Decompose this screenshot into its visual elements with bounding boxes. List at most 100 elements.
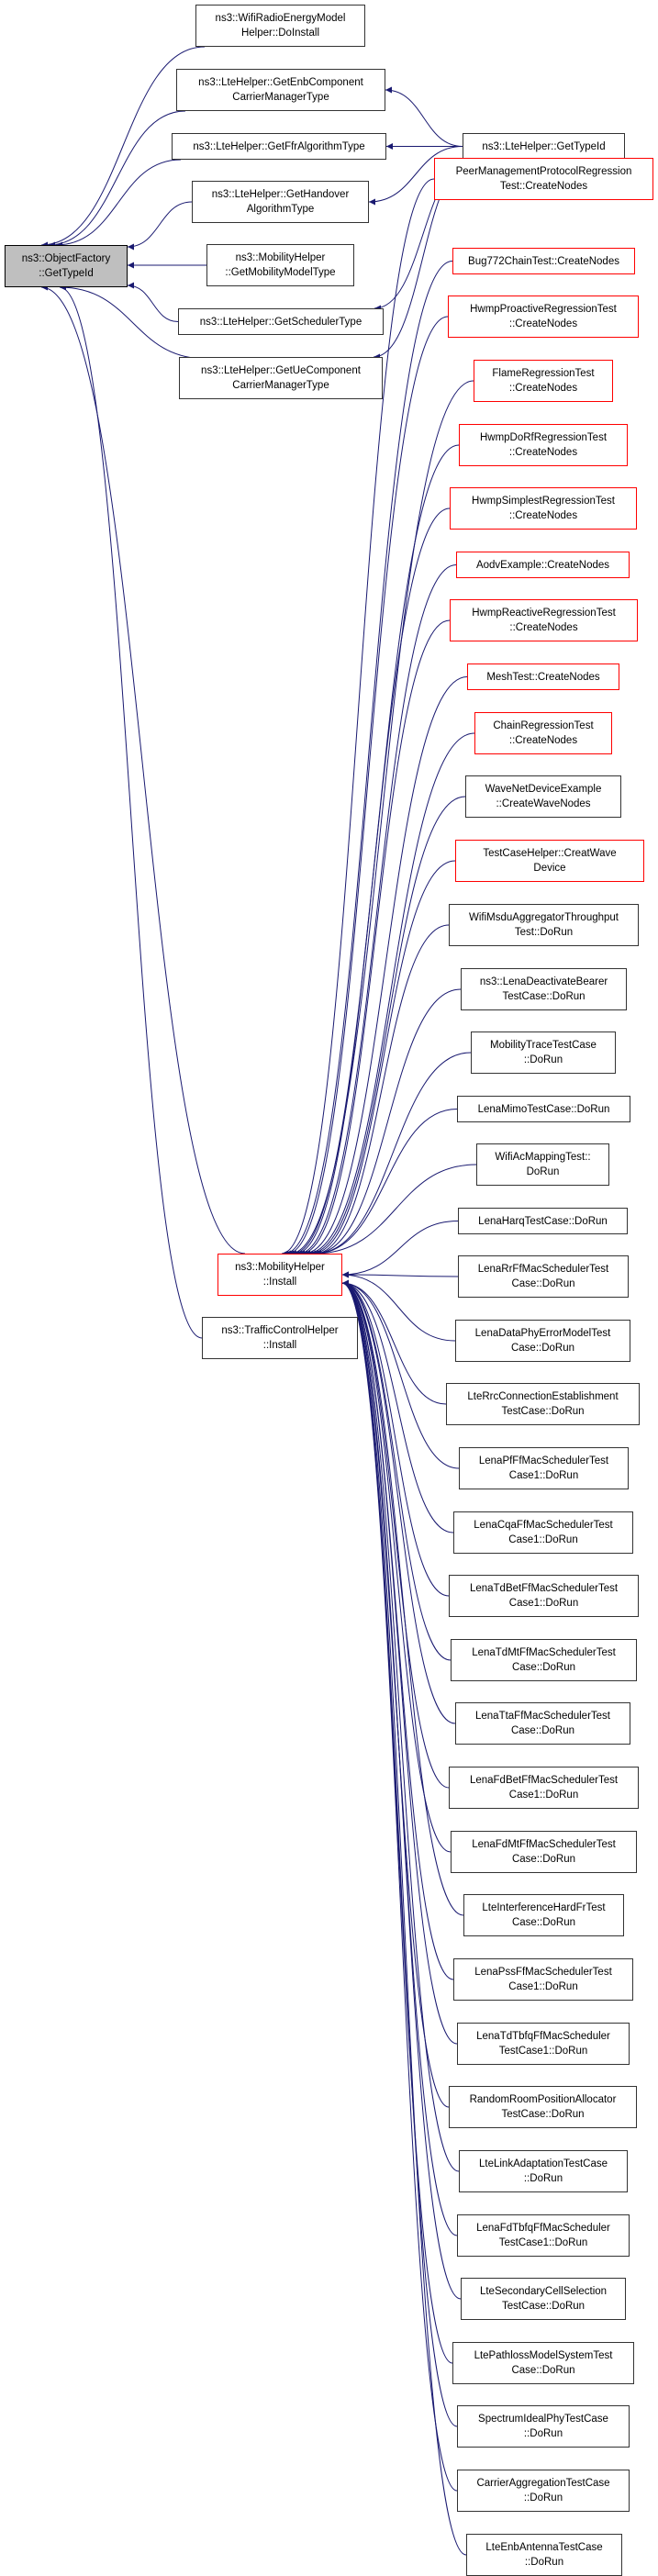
node-caller-hwmpreactiveregressiontest-createnodes[interactable]: HwmpReactiveRegressionTest::CreateNodes xyxy=(450,599,638,641)
node-label-line: ChainRegressionTest xyxy=(493,720,594,731)
node-label-line: ns3::LteHelper::GetEnbComponent xyxy=(198,77,363,88)
edge-c16-to-mobinstall xyxy=(314,1164,477,1257)
node-caller-flameregressiontest-createnodes[interactable]: FlameRegressionTest::CreateNodes xyxy=(474,360,613,402)
node-caller-lteenbantennatestcase-dorun[interactable]: LteEnbAntennaTestCase::DoRun xyxy=(466,2534,622,2576)
node-caller-bug772chaintest-createnodes[interactable]: Bug772ChainTest::CreateNodes xyxy=(452,248,635,274)
edge-c32-to-mobinstall xyxy=(341,1279,460,2172)
node-ltehelper-getffralgorithmtype[interactable]: ns3::LteHelper::GetFfrAlgorithmType xyxy=(172,133,386,160)
node-label-line: LteInterferenceHardFrTest xyxy=(482,1902,606,1913)
node-label-line: RandomRoomPositionAllocator xyxy=(469,2094,617,2105)
node-label-line: AlgorithmType xyxy=(246,204,315,215)
node-label-line: ::CreateNodes xyxy=(508,735,578,746)
node-label-line: PeerManagementProtocolRegression xyxy=(455,166,632,177)
node-caller-wavenetdeviceexample-createwavenodes[interactable]: WaveNetDeviceExample::CreateWaveNodes xyxy=(465,775,621,818)
node-label-line: ::CreateWaveNodes xyxy=(496,798,591,809)
node-caller-hwmpsimplestregressiontest-createnodes[interactable]: HwmpSimplestRegressionTest::CreateNodes xyxy=(450,487,637,530)
node-label-line: ::Install xyxy=(262,1340,297,1351)
node-label-line: ns3::MobilityHelper xyxy=(235,1262,325,1273)
node-ltehelper-gethandoveralgorithmtype[interactable]: ns3::LteHelper::GetHandover AlgorithmTyp… xyxy=(192,181,369,223)
node-label-line: LenaFdMtFfMacSchedulerTest xyxy=(472,1839,616,1850)
edge-c15-to-mobinstall xyxy=(314,1109,458,1257)
node-label-line: LenaTdBetFfMacSchedulerTest xyxy=(469,1583,619,1594)
node-caller-ltelinkadaptationtestcase-dorun[interactable]: LteLinkAdaptationTestCase::DoRun xyxy=(459,2150,628,2192)
node-label-line: LenaPfFfMacSchedulerTest xyxy=(478,1455,609,1466)
edge-tcinstall-to-objfactory xyxy=(59,284,203,1339)
node-label-line: ::CreateNodes xyxy=(508,510,578,521)
node-ltehelper-getenbcomponentcarriermanagertype[interactable]: ns3::LteHelper::GetEnbComponent CarrierM… xyxy=(176,69,385,111)
edge-handover-to-objfactory xyxy=(127,201,193,251)
node-caller-lenaharqtestcase-dorun[interactable]: LenaHarqTestCase::DoRun xyxy=(458,1208,628,1234)
node-label-line: ::CreateNodes xyxy=(508,383,578,394)
node-caller-chainregressiontest-createnodes[interactable]: ChainRegressionTest::CreateNodes xyxy=(474,712,612,754)
node-mobilityhelper-install[interactable]: ns3::MobilityHelper ::Install xyxy=(217,1254,342,1296)
node-label-line: ns3::LteHelper::GetFfrAlgorithmType xyxy=(193,140,365,152)
node-caller-hwmpdorfregressiontest-createnodes[interactable]: HwmpDoRfRegressionTest::CreateNodes xyxy=(459,424,628,466)
node-caller-mobilitytracetestcase-dorun[interactable]: MobilityTraceTestCase::DoRun xyxy=(471,1032,616,1074)
node-label-line: ns3::WifiRadioEnergyModel xyxy=(215,13,346,24)
node-ltehelper-getuecomponentcarriermanagertype[interactable]: ns3::LteHelper::GetUeComponent CarrierMa… xyxy=(179,357,383,399)
node-label-line: ::DoRun xyxy=(524,2557,564,2568)
node-label-line: MeshTest::CreateNodes xyxy=(486,671,600,683)
edge-c26-to-mobinstall xyxy=(341,1279,450,1789)
edge-enbccm-to-objfactory xyxy=(48,110,186,249)
node-label-line: Case1::DoRun xyxy=(508,1534,578,1545)
node-caller-wifiacmappingtest-dorun[interactable]: WifiAcMappingTest::DoRun xyxy=(476,1143,609,1186)
node-caller-carrieraggregationtestcase-dorun[interactable]: CarrierAggregationTestCase::DoRun xyxy=(457,2470,630,2512)
node-label-line: ns3::LteHelper::GetSchedulerType xyxy=(199,316,362,328)
node-trafficcontrolhelper-install[interactable]: ns3::TrafficControlHelper ::Install xyxy=(202,1317,358,1359)
node-caller-lenamimotestcase-dorun[interactable]: LenaMimoTestCase::DoRun xyxy=(457,1096,630,1122)
node-label-line: WifiAcMappingTest:: xyxy=(495,1152,591,1163)
edge-c11-to-mobinstall xyxy=(311,860,456,1257)
node-label-line: LenaFdBetFfMacSchedulerTest xyxy=(469,1775,619,1786)
node-wifiradioenergymodelhelper-doinstall[interactable]: ns3::WifiRadioEnergyModel Helper::DoInst… xyxy=(195,5,365,47)
edge-c21-to-mobinstall xyxy=(341,1279,460,1469)
node-objectfactory-gettypeid: ns3::ObjectFactory ::GetTypeId xyxy=(5,245,128,287)
edge-c24-to-mobinstall xyxy=(341,1279,452,1661)
node-label-line: MobilityTraceTestCase xyxy=(490,1040,597,1051)
node-caller-aodvexample-createnodes[interactable]: AodvExample::CreateNodes xyxy=(456,552,630,578)
node-ltehelper-getschedulertype[interactable]: ns3::LteHelper::GetSchedulerType xyxy=(178,308,384,335)
node-label-line: Test::DoRun xyxy=(514,927,574,938)
node-label-line: HwmpSimplestRegressionTest xyxy=(472,496,615,507)
node-label-line: LenaFdTbfqFfMacScheduler xyxy=(476,2223,610,2234)
node-caller-spectrumidealphytestcase-dorun[interactable]: SpectrumIdealPhyTestCase::DoRun xyxy=(457,2405,630,2448)
edge-ffr-to-objfactory xyxy=(55,159,182,249)
edge-c1-to-mobinstall xyxy=(284,261,453,1257)
edge-c10-to-mobinstall xyxy=(308,796,466,1257)
edge-c36-to-mobinstall xyxy=(341,1279,458,2427)
edge-c35-to-mobinstall xyxy=(341,1279,453,2364)
node-label-line: ::DoRun xyxy=(523,1054,563,1065)
node-caller-hwmpproactiveregressiontest-createnodes[interactable]: HwmpProactiveRegressionTest::CreateNodes xyxy=(448,296,639,338)
edge-c19-to-mobinstall xyxy=(341,1271,456,1342)
node-label-line: CarrierAggregationTestCase xyxy=(476,2478,610,2489)
edge-c8-to-mobinstall xyxy=(303,676,468,1257)
node-label-line: LenaTdTbfqFfMacScheduler xyxy=(476,2031,610,2042)
node-label-line: ns3::TrafficControlHelper xyxy=(221,1325,339,1336)
node-ltehelper-gettypeid[interactable]: ns3::LteHelper::GetTypeId xyxy=(463,133,625,160)
node-caller-meshtest-createnodes[interactable]: MeshTest::CreateNodes xyxy=(467,664,619,690)
edge-ueccm-to-objfactory xyxy=(59,284,207,360)
node-mobilityhelper-getmobilitymodeltype[interactable]: ns3::MobilityHelper ::GetMobilityModelTy… xyxy=(206,244,354,286)
